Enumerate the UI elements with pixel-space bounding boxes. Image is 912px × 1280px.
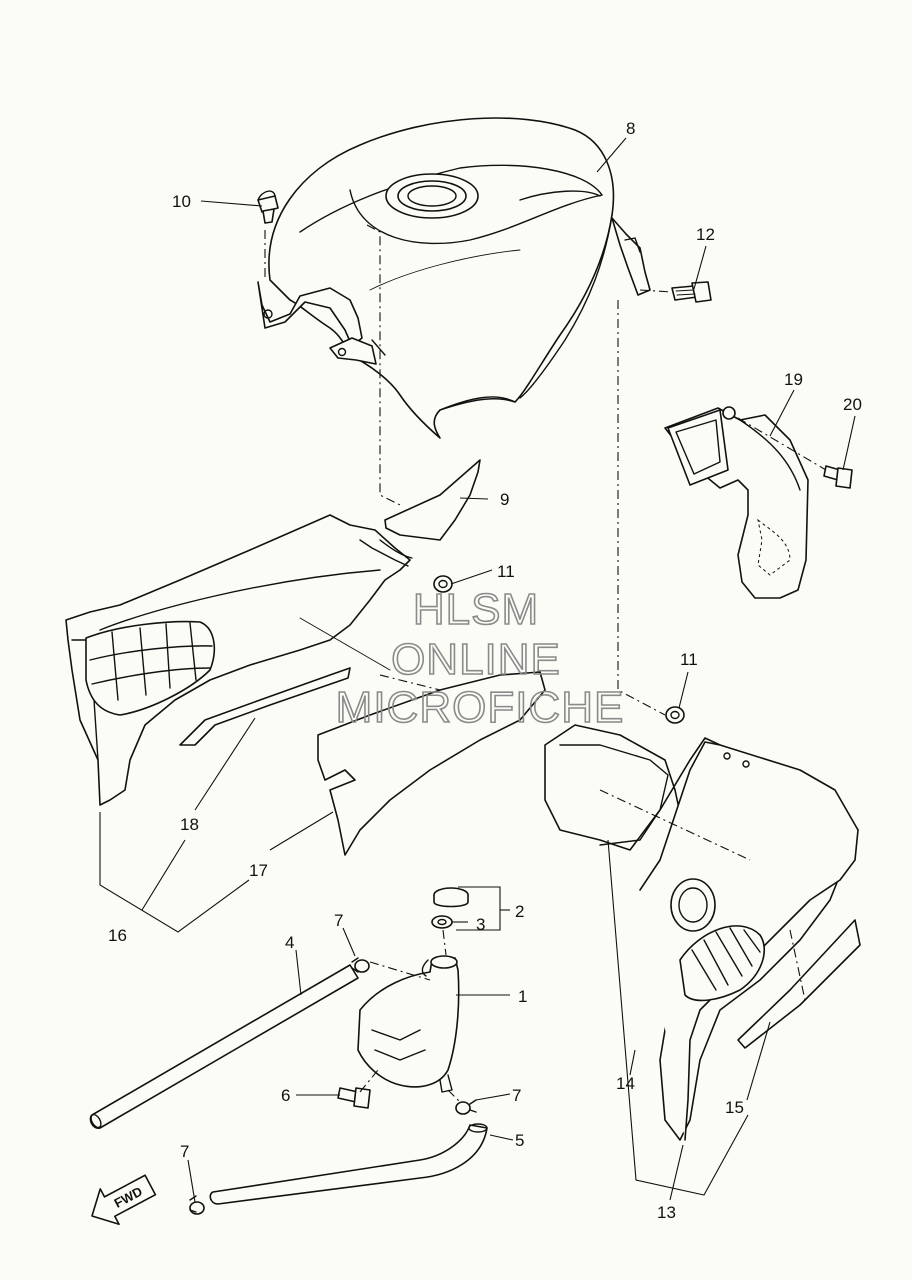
watermark-line-2: ONLINE <box>391 635 561 684</box>
part-15-trim-strip <box>737 919 861 1049</box>
part-1-reservoir-tank <box>357 955 460 1093</box>
part-7-clip-middle <box>455 1099 477 1115</box>
part-20-bolt <box>823 465 853 489</box>
watermark-line-3: MICROFICHE <box>336 683 625 732</box>
callout-16: 16 <box>108 926 127 945</box>
part-5-hose <box>209 1124 488 1205</box>
watermark: HLSM ONLINE MICROFICHE <box>335 584 625 733</box>
callout-4: 4 <box>285 933 294 952</box>
callout-7-bottom: 7 <box>180 1142 189 1161</box>
part-6-bolt <box>337 1087 371 1109</box>
callout-14: 14 <box>616 1074 635 1093</box>
part-3-washer <box>431 915 453 929</box>
part-7-clip-bottom <box>189 1195 205 1215</box>
part-9-plate <box>384 459 481 541</box>
part-19-air-duct <box>664 406 809 599</box>
watermark-line-1: HLSM <box>413 585 539 634</box>
callout-8: 8 <box>626 119 635 138</box>
callout-5: 5 <box>515 1131 524 1150</box>
part-11-grommet-lower <box>665 706 685 724</box>
callout-6: 6 <box>281 1086 290 1105</box>
callout-13: 13 <box>657 1203 676 1222</box>
part-16-left-side-cover <box>65 514 413 806</box>
callout-3: 3 <box>476 915 485 934</box>
part-12-bolt <box>671 281 712 303</box>
callout-20: 20 <box>843 395 862 414</box>
part-2-cap <box>433 887 469 908</box>
callout-15: 15 <box>725 1098 744 1117</box>
callout-19: 19 <box>784 370 803 389</box>
part-18-trim-strip <box>179 667 351 746</box>
callout-9: 9 <box>500 490 509 509</box>
part-8-tank-cover <box>257 117 651 439</box>
part-4-hose <box>89 964 359 1129</box>
callout-1: 1 <box>518 987 527 1006</box>
callout-2: 2 <box>515 902 524 921</box>
callout-7-top: 7 <box>334 911 343 930</box>
callout-17: 17 <box>249 861 268 880</box>
part-11-grommet-upper <box>433 575 453 593</box>
part-7-clip-top <box>351 957 370 973</box>
part-17-left-panel <box>317 671 546 856</box>
part-10-screw <box>257 190 279 224</box>
callout-7-middle: 7 <box>512 1086 521 1105</box>
part-14-right-side-cover <box>544 724 859 1141</box>
callout-18: 18 <box>180 815 199 834</box>
callout-11-upper: 11 <box>497 562 515 581</box>
callout-11-lower: 11 <box>680 650 698 669</box>
leader-lines <box>99 137 856 1203</box>
assembly-reference-lines <box>264 224 827 1103</box>
callout-numbers: 1 2 3 4 5 6 7 7 7 8 9 10 11 11 12 13 14 … <box>108 119 862 1222</box>
forward-arrow-icon: FWD <box>91 1174 157 1226</box>
callout-12: 12 <box>696 225 715 244</box>
callout-10: 10 <box>172 192 191 211</box>
